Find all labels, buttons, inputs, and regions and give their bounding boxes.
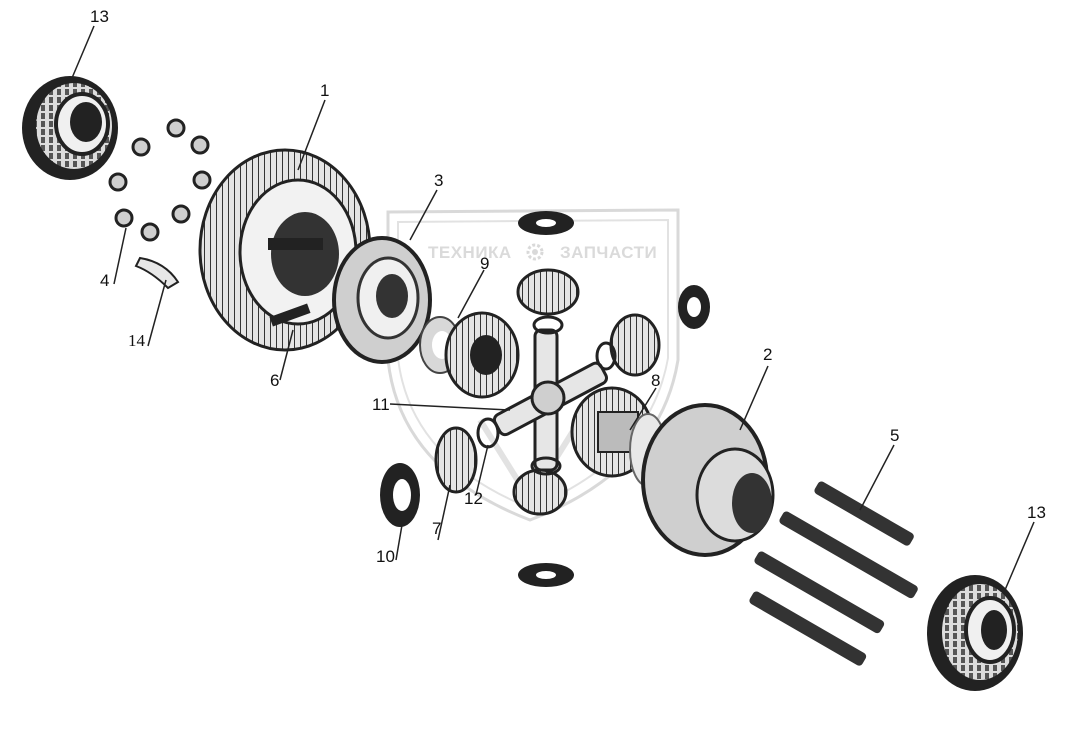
part-2-case-half — [641, 403, 775, 557]
callout-7: 7 — [432, 519, 442, 538]
callout-4: 4 — [100, 271, 110, 290]
part-5-bolts — [749, 481, 918, 666]
callout-5: 5 — [890, 426, 900, 445]
callout-14: 14 — [128, 331, 145, 350]
part-3-case-half — [332, 236, 432, 364]
leader-lines — [71, 25, 1035, 591]
callout-13-left: 13 — [90, 7, 109, 26]
spider-cross — [492, 328, 608, 472]
callout-11: 11 — [372, 395, 390, 414]
callout-2: 2 — [763, 345, 773, 364]
part-14-lock-plate — [134, 256, 180, 290]
gear-icon — [526, 243, 544, 261]
callout-13-right: 13 — [1027, 503, 1046, 522]
planet-gear-bottom — [512, 468, 568, 516]
callout-3: 3 — [434, 171, 444, 190]
bottom-washer — [518, 563, 574, 587]
part-7-planet-gear — [434, 426, 478, 494]
planet-gear-right — [609, 313, 661, 377]
part-13-right-bearing — [927, 575, 1023, 691]
callout-10: 10 — [376, 547, 395, 566]
side-gear-left — [444, 311, 520, 399]
watermark-right-text: ЗАПЧАСТИ — [560, 243, 657, 262]
callout-12: 12 — [464, 489, 483, 508]
part-right-washer — [678, 285, 710, 329]
part-4-nuts — [108, 118, 212, 242]
callout-6: 6 — [270, 371, 280, 390]
watermark-left-text: ТЕХНИКА — [428, 243, 512, 262]
top-washer — [518, 211, 574, 235]
callout-8: 8 — [651, 371, 661, 390]
callout-9: 9 — [480, 254, 490, 273]
part-13-left-bearing — [22, 76, 118, 180]
planet-gear-top — [516, 268, 580, 316]
part-1-crown-gear — [198, 148, 372, 352]
part-10-washer — [380, 463, 420, 527]
callout-1: 1 — [320, 81, 330, 100]
